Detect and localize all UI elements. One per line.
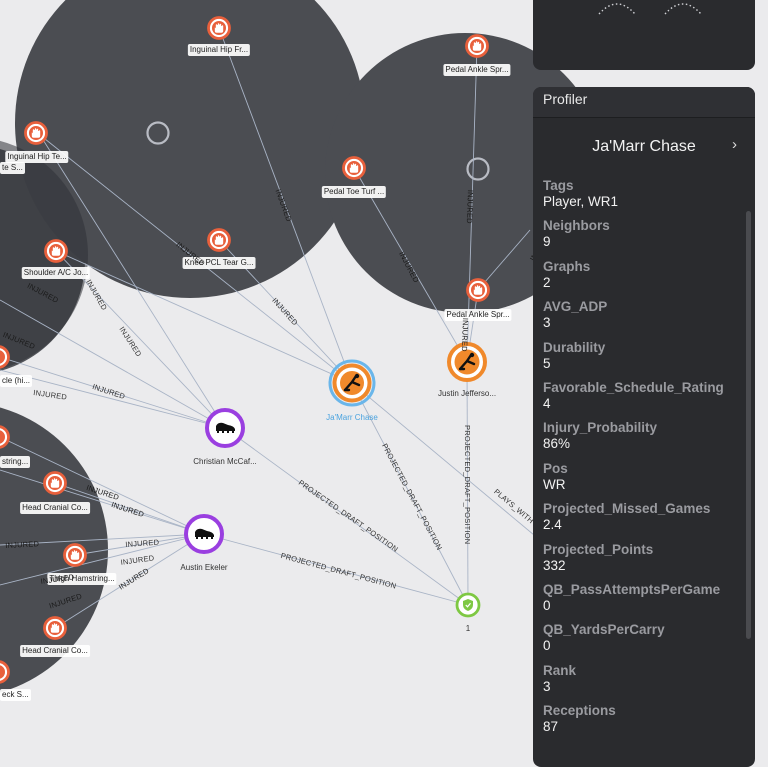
property-value: 4 [543,395,551,411]
injury-node-pedal-ankle-mid[interactable] [466,278,490,302]
injury-node-pedal-toe[interactable] [342,156,366,180]
profiler-title: Profiler [533,87,755,118]
node-label: Pedal Toe Turf ... [321,186,387,198]
node-label: Pedal Ankle Spr... [443,64,511,76]
property-key: Receptions [543,703,616,719]
node-label: Inguinal Hip Te... [5,151,69,163]
property-value: 5 [543,355,551,371]
player-node-christian-mccaffrey[interactable] [205,408,245,448]
node-label: 1 [465,624,471,633]
chevron-right-icon[interactable]: › [732,136,737,153]
property-value: 0 [543,597,551,613]
property-key: Neighbors [543,218,610,234]
injury-node-ankle-hi[interactable] [0,345,10,369]
node-label: Pedal Ankle Spr... [444,309,512,321]
profiler-entity-name: Ja'Marr Chase [592,138,696,155]
injury-node-head-cranial-2[interactable] [43,616,67,640]
injury-node-inguinal-hip-te[interactable] [24,121,48,145]
property-key: Tags [543,178,574,193]
edge-label: INJURED [5,539,40,550]
player-node-jamarr-chase[interactable] [328,359,376,407]
injury-node-thigh-hamstring[interactable] [63,543,87,567]
property-key: QB_PassAttemptsPerGame [543,581,721,597]
node-label: Inguinal Hip Fr... [187,44,251,56]
edge-label: INJURED [464,189,475,224]
injury-node-pedal-ankle-top[interactable] [465,34,489,58]
cluster-top[interactable] [15,0,365,298]
minimap-panel[interactable] [533,0,755,70]
node-label: string... [0,456,31,468]
node-label: cle (hi... [0,375,33,387]
property-key: Injury_Probability [543,420,658,436]
injury-node-inguinal-hip-fr[interactable] [207,16,231,40]
property-value: 0 [543,638,551,654]
node-label: Head Cranial Co... [20,502,90,514]
injury-node-head-cranial-1[interactable] [43,471,67,495]
minimap-preview [598,3,702,15]
edge-label: PROJECTED_DRAFT_POSITION [463,425,472,545]
property-value: WR [543,476,566,492]
node-label: Austin Ekeler [180,563,228,572]
property-value: 87 [543,719,559,735]
property-value: 9 [543,234,551,250]
injury-node-hamstring-edge[interactable] [0,425,10,449]
cluster-center-right[interactable] [466,157,490,181]
node-label: te S... [0,162,25,174]
property-value: 86% [543,436,571,452]
node-label: Thigh Hamstring... [47,573,117,585]
property-key: AVG_ADP [543,299,608,315]
profiler-scrollbar[interactable] [746,211,751,639]
property-key: QB_YardsPerCarry [543,622,665,638]
injury-node-knee-pcl[interactable] [207,228,231,252]
property-key: Graphs [543,258,591,274]
injury-node-neck-edge[interactable] [0,660,10,684]
property-key: Durability [543,339,606,355]
edge-label: INJURED [459,317,470,352]
node-label: Christian McCaf... [193,457,257,466]
property-key: Pos [543,460,568,476]
node-label: eck S... [0,689,31,701]
node-label: Knee PCL Tear G... [182,257,256,269]
injury-node-shoulder-ac[interactable] [44,239,68,263]
node-label: Shoulder A/C Jo... [21,267,91,279]
property-key: Rank [543,662,577,678]
property-value: 3 [543,315,551,331]
node-label: Justin Jefferso... [437,389,497,398]
property-value: Player, WR1 [543,194,619,209]
cluster-center-top[interactable] [146,121,170,145]
shield-check-icon [463,599,473,611]
player-node-austin-ekeler[interactable] [184,514,224,554]
property-key: Projected_Points [543,541,654,557]
profiler-entity[interactable]: Ja'Marr Chase › [533,136,755,160]
player-node-justin-jefferson[interactable] [447,342,487,382]
property-key: Projected_Missed_Games [543,501,711,517]
rank-node-1[interactable] [455,592,481,618]
property-value: 3 [543,678,551,694]
node-label-selected: Ja'Marr Chase [326,413,378,422]
property-value: 2.4 [543,517,562,533]
property-key: Favorable_Schedule_Rating [543,379,724,395]
node-label: Head Cranial Co... [20,645,90,657]
graph-canvas[interactable]: Inguinal Hip Fr... Inguinal Hip Te... te… [0,0,768,745]
property-value: 2 [543,274,551,290]
property-value: 332 [543,557,566,573]
